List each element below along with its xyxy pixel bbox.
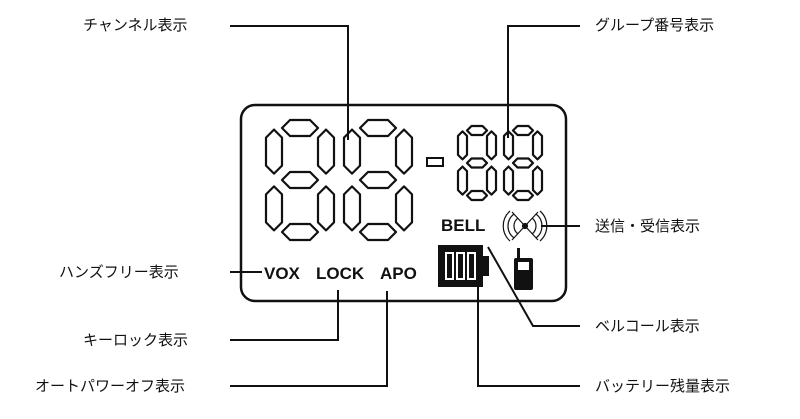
tx-rx-wave-icon (502, 210, 548, 242)
channel-digit-1 (264, 118, 336, 242)
leader-channel (230, 25, 349, 140)
lcd-panel (239, 103, 568, 303)
vox-indicator: VOX (264, 264, 300, 283)
label-battery-level-display: バッテリー残量表示 (595, 377, 731, 395)
walkie-talkie-icon (514, 248, 533, 290)
label-channel-display: チャンネル表示 (83, 16, 188, 34)
leader-bellcall (487, 246, 580, 327)
battery-icon (438, 245, 489, 287)
lock-indicator: LOCK (316, 264, 365, 283)
label-group-number-display: グループ番号表示 (595, 16, 715, 34)
leader-lines (230, 25, 580, 387)
label-tx-rx-display: 送信・受信表示 (595, 217, 701, 235)
group-digits (456, 124, 544, 202)
apo-indicator: APO (380, 264, 417, 283)
group-digit-1 (456, 124, 498, 202)
separator-dash (426, 157, 444, 167)
bell-indicator: BELL (441, 216, 486, 235)
label-handsfree-display: ハンズフリー表示 (59, 263, 179, 281)
leader-group (507, 25, 580, 138)
channel-digits (264, 118, 414, 242)
label-auto-power-off-display: オートパワーオフ表示 (35, 377, 186, 395)
channel-digit-2 (342, 118, 414, 242)
label-keylock-display: キーロック表示 (83, 331, 189, 349)
label-bellcall-display: ベルコール表示 (595, 317, 700, 335)
leader-apo (230, 291, 388, 387)
leader-battery (477, 287, 580, 387)
leader-keylock (230, 290, 339, 341)
group-digit-2 (502, 124, 544, 202)
